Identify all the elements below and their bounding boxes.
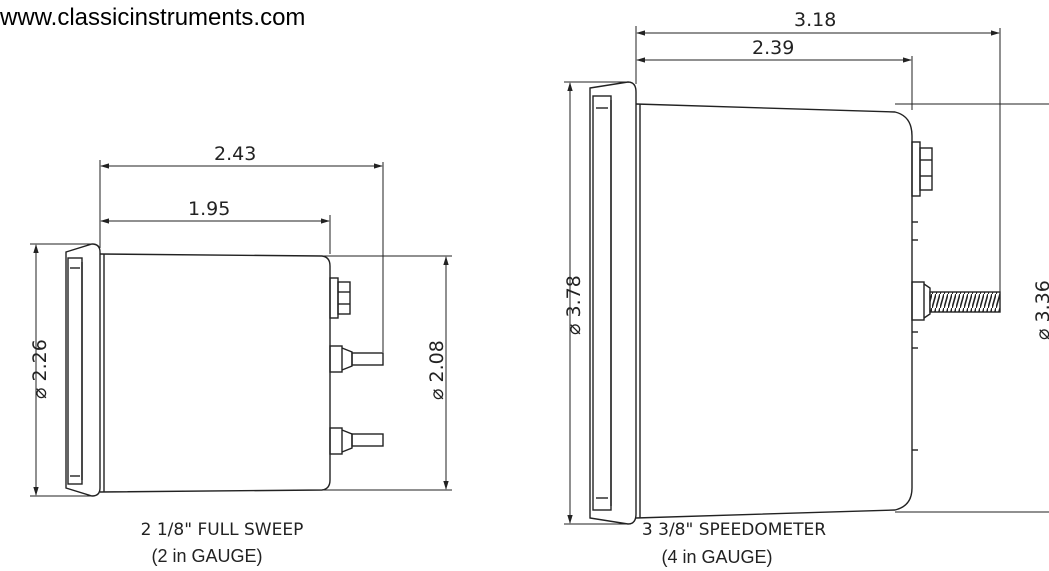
small-gauge-caption: 2 1/8" FULL SWEEP: [141, 520, 304, 540]
large-gauge-body: [635, 103, 913, 519]
large-gauge-drawing: [564, 26, 1049, 525]
large-gauge-extension-lines: [564, 26, 1049, 525]
small-gauge-body: [99, 253, 331, 493]
website-url: www.classicinstruments.com: [0, 4, 306, 31]
small-bezel-diameter-label: ⌀ 2.26: [29, 339, 51, 399]
large-bezel-diameter-label: ⌀ 3.78: [563, 275, 585, 335]
small-gauge-stud-bottom: [329, 427, 384, 455]
large-overall-length-label: 3.18: [794, 9, 836, 31]
small-gauge-stud-top: [329, 345, 384, 373]
small-body-length-label: 1.95: [188, 198, 230, 220]
small-gauge-bezel: [65, 243, 101, 497]
large-body-diameter-label: ⌀ 3.36: [1032, 280, 1049, 340]
small-gauge-drawing: [30, 160, 452, 497]
large-gauge-caption: 3 3/8" SPEEDOMETER: [642, 520, 826, 540]
large-gauge-threaded-stud: [911, 281, 1001, 451]
small-gauge-extension-lines: [30, 160, 452, 497]
small-gauge-connector: [329, 277, 351, 319]
large-gauge-size: (4 in GAUGE): [661, 547, 772, 567]
large-body-length-label: 2.39: [752, 37, 794, 59]
small-gauge-size: (2 in GAUGE): [151, 546, 262, 566]
small-overall-length-label: 2.43: [214, 143, 256, 165]
large-gauge-connector: [911, 141, 933, 241]
large-gauge-bezel: [589, 81, 637, 525]
small-body-diameter-label: ⌀ 2.08: [426, 340, 448, 400]
